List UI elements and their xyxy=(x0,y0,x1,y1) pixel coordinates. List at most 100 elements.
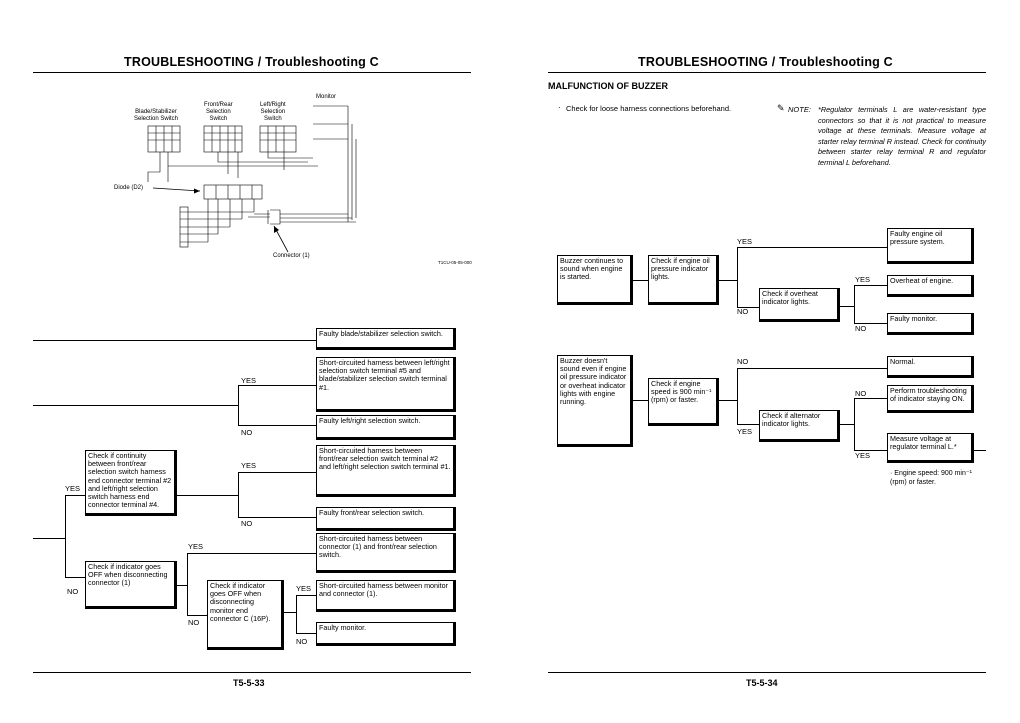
flow-line xyxy=(296,595,297,633)
flow-line xyxy=(737,247,738,307)
monitor-label: Monitor xyxy=(316,94,337,100)
yes-label: YES xyxy=(65,484,81,493)
wiring-lines xyxy=(147,105,357,253)
front-rear-switch-label: Front/Rear Selection Switch xyxy=(204,102,233,122)
flow-line xyxy=(838,306,854,307)
flow-line xyxy=(238,517,316,518)
flow-line xyxy=(632,280,648,281)
flow-line xyxy=(175,495,238,496)
no-label: NO xyxy=(296,637,308,646)
result-box: Short-circuited harness between front/re… xyxy=(316,445,456,497)
yes-label: YES xyxy=(241,461,257,470)
flow-line xyxy=(717,400,737,401)
result-box: Faulty blade/stabilizer selection switch… xyxy=(316,328,456,350)
result-box: Short-circuited harness between connecto… xyxy=(316,533,456,573)
note-text: *Regulator terminals L are water-resista… xyxy=(818,105,986,167)
flow-line xyxy=(854,285,887,286)
left-page-number: T5-5-33 xyxy=(233,678,265,688)
flow-line xyxy=(187,553,188,615)
yes-label: YES xyxy=(855,451,871,460)
flow-line xyxy=(238,472,239,517)
check-box: Check if alternator indicator lights. xyxy=(759,410,840,442)
flow-line xyxy=(838,424,854,425)
flow-line xyxy=(187,615,207,616)
blade-switch-label: Blade/Stabilizer Selection Switch xyxy=(134,109,179,122)
left-header-rule xyxy=(33,72,471,73)
right-header-rule xyxy=(548,72,986,73)
flow-line xyxy=(282,612,296,613)
result-box: Perform troubleshooting of indicator sta… xyxy=(887,385,974,413)
flow-line xyxy=(737,368,887,369)
flow-line xyxy=(854,323,887,324)
section-title: MALFUNCTION OF BUZZER xyxy=(548,81,668,91)
no-label: NO xyxy=(241,519,253,528)
result-box: Faulty monitor. xyxy=(887,313,974,335)
check-box: Check if overheat indicator lights. xyxy=(759,288,840,322)
flow-line xyxy=(632,400,648,401)
flow-line xyxy=(65,495,66,577)
diagram-code: T1CU-05-05-000 xyxy=(438,260,472,265)
no-label: NO xyxy=(241,428,253,437)
yes-label: YES xyxy=(855,275,871,284)
no-label: NO xyxy=(737,307,749,316)
flow-line xyxy=(187,553,316,554)
no-label: NO xyxy=(737,357,749,366)
yes-label: YES xyxy=(188,542,204,551)
result-box: Overheat of engine. xyxy=(887,275,974,297)
result-box: Faulty left/right selection switch. xyxy=(316,415,456,440)
note-icon: ✎ xyxy=(777,103,785,113)
flow-line xyxy=(238,385,239,425)
result-box: Short-circuited harness between monitor … xyxy=(316,580,456,612)
bullet-dot: · xyxy=(558,103,561,112)
yes-label: YES xyxy=(241,376,257,385)
flow-line xyxy=(238,472,316,473)
left-page-header: TROUBLESHOOTING / Troubleshooting C xyxy=(124,55,379,69)
yes-label: YES xyxy=(296,584,312,593)
left-footer-rule xyxy=(33,672,471,673)
flow-line xyxy=(65,577,85,578)
start-box: Buzzer continues to sound when engine is… xyxy=(557,255,633,305)
no-label: NO xyxy=(67,587,79,596)
check-box: Check if indicator goes OFF when disconn… xyxy=(85,561,177,609)
flow-line xyxy=(717,280,737,281)
flow-line xyxy=(33,538,65,539)
flow-line xyxy=(737,247,887,248)
no-label: NO xyxy=(188,618,200,627)
flow-line xyxy=(854,450,887,451)
engine-speed-note: · Engine speed: 900 min⁻¹ (rpm) or faste… xyxy=(890,470,972,486)
bullet-text: Check for loose harness connections befo… xyxy=(566,104,732,113)
check-box: Check if continuity between front/rear s… xyxy=(85,450,177,516)
right-footer-rule xyxy=(548,672,986,673)
wiring-diagram: Blade/Stabilizer Selection Switch Front/… xyxy=(108,92,478,272)
result-box: Normal. xyxy=(887,356,974,378)
check-box: Check if engine oil pressure indicator l… xyxy=(648,255,719,305)
check-box: Check if indicator goes OFF when disconn… xyxy=(207,580,284,650)
result-box: Faulty front/rear selection switch. xyxy=(316,507,456,531)
flow-line xyxy=(296,633,316,634)
flow-line xyxy=(854,398,887,399)
flow-line xyxy=(33,340,316,341)
flow-line xyxy=(238,425,316,426)
flow-line xyxy=(175,585,187,586)
yes-label: YES xyxy=(737,237,753,246)
result-box: Measure voltage at regulator terminal L.… xyxy=(887,433,974,463)
diode-label: Diode (D2) xyxy=(114,185,144,191)
flow-line xyxy=(854,398,855,450)
result-box: Faulty monitor. xyxy=(316,622,456,646)
right-page-header: TROUBLESHOOTING / Troubleshooting C xyxy=(638,55,893,69)
flow-line xyxy=(737,307,759,308)
flow-line xyxy=(737,424,759,425)
left-right-switch-label: Left/Right Selection Switch xyxy=(260,102,286,122)
check-box: Check if engine speed is 900 min⁻¹ (rpm)… xyxy=(648,378,719,426)
yes-label: YES xyxy=(737,427,753,436)
flow-line xyxy=(33,405,238,406)
note-label: NOTE: xyxy=(788,105,811,114)
flow-line xyxy=(65,495,85,496)
flow-line xyxy=(854,285,855,323)
flow-line xyxy=(238,385,316,386)
connector-label: Connector (1) xyxy=(273,253,310,259)
flow-line xyxy=(737,368,738,424)
start-box: Buzzer doesn't sound even if engine oil … xyxy=(557,355,633,447)
flow-line xyxy=(296,595,316,596)
result-box: Faulty engine oil pressure system. xyxy=(887,228,974,264)
